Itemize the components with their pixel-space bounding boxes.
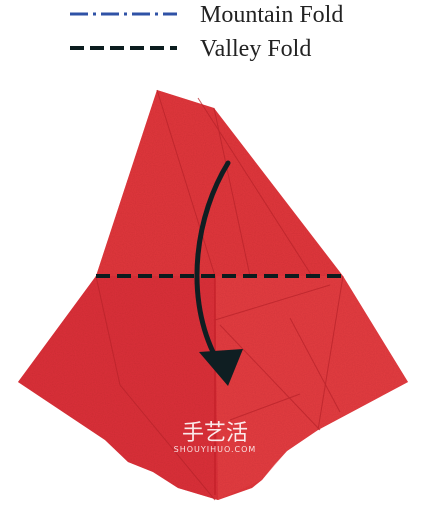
curved-fold-arrow-icon	[194, 160, 243, 386]
crease-right-inner-a	[214, 284, 331, 321]
crease-right-inner-c	[289, 317, 341, 413]
crease-right-flap	[317, 275, 344, 431]
arrow-shaft	[194, 160, 231, 355]
legend: Mountain Fold Valley Fold	[70, 2, 343, 62]
paper-shade-right-flap	[215, 276, 408, 500]
valley-fold-label: Valley Fold	[200, 36, 311, 62]
crease-top-diagonal-b	[213, 107, 251, 277]
arrow-head	[199, 349, 243, 386]
crease-right-inner-d	[229, 393, 301, 421]
crease-lines	[95, 89, 344, 501]
watermark: 手艺活 SHOUYIHUO.COM	[174, 421, 257, 454]
watermark-chinese: 手艺活	[182, 421, 248, 446]
crease-left-flap	[95, 275, 121, 386]
crease-right-inner-b	[219, 324, 321, 431]
paper-shade-left-flap	[18, 276, 218, 500]
origami-paper	[18, 90, 408, 500]
paper-shade-top-left	[96, 90, 215, 276]
crease-left-lower	[119, 384, 216, 501]
crease-top-diagonal-c	[197, 97, 313, 277]
crease-top-diagonal-a	[156, 89, 216, 277]
mountain-fold-label: Mountain Fold	[200, 2, 343, 28]
watermark-english: SHOUYIHUO.COM	[174, 445, 257, 454]
